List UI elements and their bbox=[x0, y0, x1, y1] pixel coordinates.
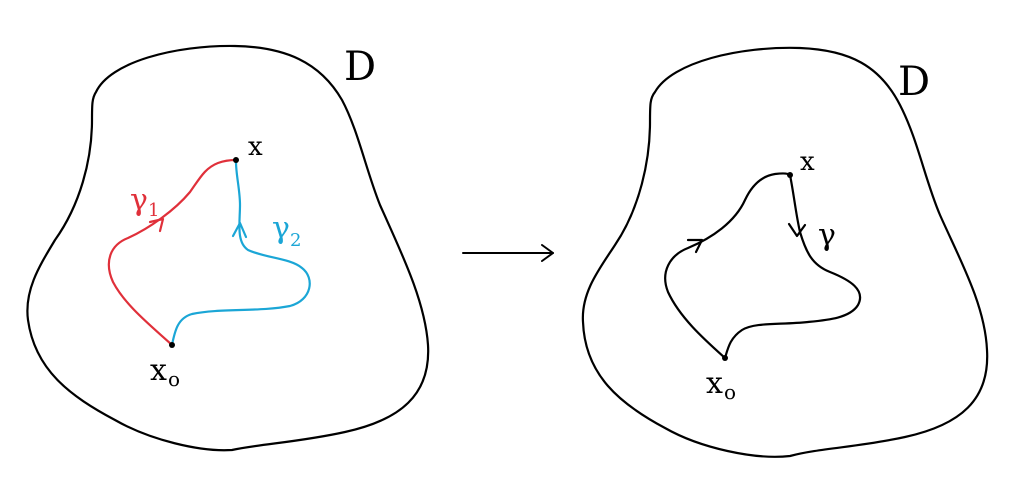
gamma-arrow-left-icon bbox=[686, 238, 704, 254]
gamma2-label: γ bbox=[272, 211, 290, 246]
gamma2-subscript: 2 bbox=[290, 230, 301, 251]
left-region-label: D bbox=[344, 44, 376, 90]
gamma2-arrow-icon bbox=[231, 221, 248, 239]
gamma-arrow-down-icon bbox=[787, 222, 807, 238]
right-point-x0-label: x bbox=[706, 366, 723, 401]
left-region-boundary bbox=[26, 44, 430, 452]
right-region-label: D bbox=[898, 59, 930, 105]
right-point-x-label: x bbox=[800, 147, 815, 177]
gamma1-subscript: 1 bbox=[148, 200, 159, 221]
left-point-x0-dot bbox=[169, 342, 175, 348]
left-panel: D x x o γ 1 γ 2 bbox=[26, 44, 430, 452]
left-point-x-label: x bbox=[248, 132, 263, 162]
gamma1-path bbox=[107, 158, 238, 347]
gamma1-arrow-icon bbox=[148, 217, 165, 233]
left-point-x-dot bbox=[233, 157, 239, 163]
right-panel: D x x o γ bbox=[581, 46, 989, 458]
right-region-boundary bbox=[581, 46, 989, 458]
left-point-x0-subscript: o bbox=[168, 367, 180, 391]
right-arrow-icon bbox=[462, 244, 554, 262]
right-point-x0-dot bbox=[722, 355, 728, 361]
left-point-x0-label: x bbox=[150, 353, 167, 388]
right-point-x0-subscript: o bbox=[724, 380, 736, 404]
gamma2-path bbox=[170, 160, 311, 347]
gamma1-label: γ bbox=[130, 183, 148, 218]
gamma-label: γ bbox=[818, 218, 836, 253]
right-point-x-dot bbox=[787, 172, 793, 178]
gamma-loop-path bbox=[664, 172, 862, 360]
